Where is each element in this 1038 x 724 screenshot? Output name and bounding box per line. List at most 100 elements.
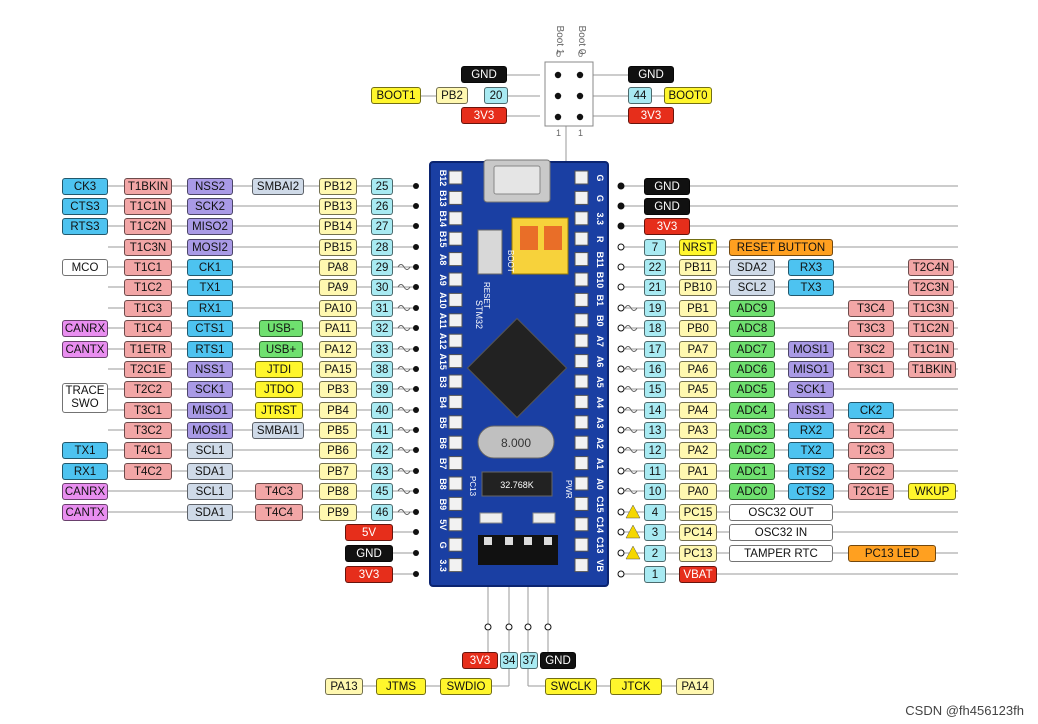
pin-label: 39 bbox=[371, 381, 393, 398]
squiggle bbox=[624, 386, 638, 392]
pin-label: MOSI1 bbox=[788, 341, 834, 358]
right-pin-name: B0 bbox=[595, 315, 605, 327]
pin-label: SDA2 bbox=[729, 259, 775, 276]
swd-header-pin bbox=[544, 537, 552, 545]
pin-label: T4C4 bbox=[255, 504, 303, 521]
pin-label: 10 bbox=[644, 483, 666, 500]
pin-label: PB4 bbox=[319, 402, 357, 419]
pin-label: T2C3N bbox=[908, 279, 954, 296]
pin-label: TX1 bbox=[62, 442, 108, 459]
pin-label: 13 bbox=[644, 422, 666, 439]
warning-icon bbox=[625, 504, 641, 519]
squiggle bbox=[624, 305, 638, 311]
pin-label: CTS1 bbox=[187, 320, 233, 337]
pin-label: 25 bbox=[371, 178, 393, 195]
pin-label: PA9 bbox=[319, 279, 357, 296]
pin-label: CTS2 bbox=[788, 483, 834, 500]
pin-label: WKUP bbox=[908, 483, 956, 500]
pin-label: SWCLK bbox=[545, 678, 597, 695]
pin-label: RTS3 bbox=[62, 218, 108, 235]
left-pin-name: A15 bbox=[438, 353, 448, 370]
left-header-hole bbox=[448, 374, 463, 389]
pin-label: ADC0 bbox=[729, 483, 775, 500]
pin-label: 45 bbox=[371, 483, 393, 500]
pin-label: T2C4N bbox=[908, 259, 954, 276]
pin-label: PA4 bbox=[679, 402, 717, 419]
left-header-hole bbox=[448, 252, 463, 267]
right-pin-dot bbox=[617, 222, 625, 230]
right-pin-name: C13 bbox=[595, 537, 605, 554]
pin-label: PB11 bbox=[679, 259, 717, 276]
right-header-hole bbox=[574, 313, 589, 328]
right-pin-name: R bbox=[595, 236, 605, 243]
pin-label: NSS1 bbox=[187, 361, 233, 378]
left-pin-dot bbox=[413, 284, 419, 290]
pin-label: CK2 bbox=[848, 402, 894, 419]
pin-label: 3 bbox=[644, 524, 666, 541]
left-pin-dot bbox=[413, 305, 419, 311]
squiggle bbox=[624, 325, 638, 331]
pin-label: 4 bbox=[644, 504, 666, 521]
pin-label: 27 bbox=[371, 218, 393, 235]
left-pin-dot bbox=[413, 468, 419, 474]
pin-label: PA8 bbox=[319, 259, 357, 276]
right-header-hole bbox=[574, 496, 589, 511]
squiggle bbox=[397, 509, 411, 515]
pin-label: PA7 bbox=[679, 341, 717, 358]
left-header-hole bbox=[448, 496, 463, 511]
pin-label: TX2 bbox=[788, 442, 834, 459]
pin-label: 11 bbox=[644, 463, 666, 480]
boot0-label: Boot 0 bbox=[576, 26, 587, 55]
pin-label: PA0 bbox=[679, 483, 717, 500]
crystal-label: 8.000 bbox=[501, 436, 531, 450]
left-pin-dot bbox=[413, 223, 419, 229]
pin-label: RX1 bbox=[62, 463, 108, 480]
squiggle bbox=[397, 366, 411, 372]
pin-label: T1BKIN bbox=[124, 178, 172, 195]
pin-label: 18 bbox=[644, 320, 666, 337]
left-header-hole bbox=[448, 190, 463, 205]
pin-label: TRACE SWO bbox=[62, 383, 108, 413]
warning-icon bbox=[625, 524, 641, 539]
pin-label: T3C4 bbox=[848, 300, 894, 317]
swd-header-pin bbox=[484, 537, 492, 545]
squiggle bbox=[397, 447, 411, 453]
right-pin-dot bbox=[617, 283, 625, 291]
pin-label: T1C2 bbox=[124, 279, 172, 296]
right-pin-name: A7 bbox=[595, 335, 605, 347]
right-pin-name: A6 bbox=[595, 356, 605, 368]
pin-label: TX1 bbox=[187, 279, 233, 296]
left-pin-name: A11 bbox=[438, 313, 448, 329]
pin-label: PB7 bbox=[319, 463, 357, 480]
right-pin-dot bbox=[617, 426, 625, 434]
pin-label: T1C4 bbox=[124, 320, 172, 337]
jumper-cap bbox=[520, 226, 538, 250]
pin-label: MISO1 bbox=[788, 361, 834, 378]
right-header-hole bbox=[574, 292, 589, 307]
pin-label: GND bbox=[461, 66, 507, 83]
left-pin-dot bbox=[413, 183, 419, 189]
pin-label: PB13 bbox=[319, 198, 357, 215]
right-pin-dot bbox=[617, 385, 625, 393]
swd-header-pin bbox=[505, 537, 513, 545]
pin-label: NRST bbox=[679, 239, 717, 256]
pin-label: T1C3 bbox=[124, 300, 172, 317]
right-header-hole bbox=[574, 272, 589, 287]
left-pin-dot bbox=[413, 244, 419, 250]
pin-label: ADC5 bbox=[729, 381, 775, 398]
squiggle bbox=[624, 447, 638, 453]
pin-label: SCL1 bbox=[187, 483, 233, 500]
pin-label: PB3 bbox=[319, 381, 357, 398]
pin-label: ADC8 bbox=[729, 320, 775, 337]
pin-label: CANRX bbox=[62, 320, 108, 337]
boot-one: 1 bbox=[578, 128, 583, 138]
pin-label: PB15 bbox=[319, 239, 357, 256]
right-header-hole bbox=[574, 333, 589, 348]
pin-label: OSC32 OUT bbox=[729, 504, 833, 521]
left-pin-name: B3 bbox=[438, 376, 448, 388]
left-pin-dot bbox=[413, 203, 419, 209]
pin-label: RX1 bbox=[187, 300, 233, 317]
boot-zero: 0 bbox=[556, 49, 561, 59]
squiggle bbox=[624, 427, 638, 433]
